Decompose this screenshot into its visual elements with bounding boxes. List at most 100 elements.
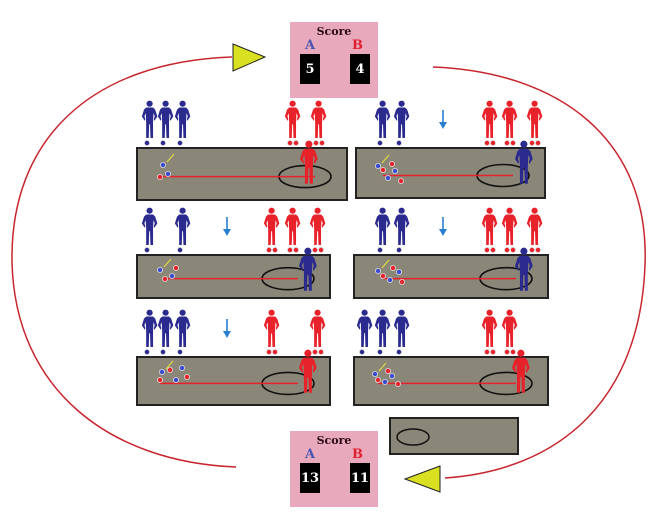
ball-icon <box>398 278 405 285</box>
player-figure-icon <box>309 309 326 348</box>
ball-icon <box>317 348 324 355</box>
player-figure-icon <box>374 207 391 246</box>
cycle-arrow-right <box>432 66 646 479</box>
team-b-score: 4 <box>350 54 370 84</box>
ball-icon <box>143 139 150 146</box>
ball-icon <box>384 174 391 181</box>
player-figure-icon <box>174 207 191 246</box>
ball-icon <box>159 161 166 168</box>
ball-icon <box>535 246 542 253</box>
ball-icon <box>143 348 150 355</box>
team-a-label: A <box>305 447 316 462</box>
player-figure-icon <box>393 309 410 348</box>
ball-icon <box>374 267 381 274</box>
ball-icon <box>391 167 398 174</box>
team-a-score: 5 <box>300 54 320 84</box>
ball-icon <box>376 246 383 253</box>
player-figure-icon <box>501 309 518 348</box>
ball-icon <box>389 264 396 271</box>
down-arrow-icon <box>223 331 231 338</box>
ball-icon <box>168 272 175 279</box>
ball-icon <box>395 348 402 355</box>
ball-icon <box>156 266 163 273</box>
player-figure-icon <box>481 207 498 246</box>
ball-icon <box>503 348 510 355</box>
ball-icon <box>388 160 395 167</box>
ball-icon <box>535 139 542 146</box>
ball-icon <box>159 139 166 146</box>
player-figure-icon <box>501 100 518 139</box>
player-figure-icon <box>481 100 498 139</box>
jack-marker <box>165 360 174 370</box>
ball-icon <box>376 348 383 355</box>
ball-icon <box>286 246 293 253</box>
ball-icon <box>286 139 293 146</box>
ball-icon <box>376 139 383 146</box>
player-figure-icon <box>356 309 373 348</box>
ball-icon <box>395 268 402 275</box>
player-figure-icon <box>374 309 391 348</box>
ball-icon <box>358 348 365 355</box>
ball-icon <box>384 367 391 374</box>
ball-icon <box>374 376 381 383</box>
player-figure-icon <box>526 207 543 246</box>
down-arrow-icon <box>223 229 231 236</box>
ball-icon <box>489 139 496 146</box>
court <box>353 254 549 299</box>
ball-icon <box>529 246 536 253</box>
player-figure-icon <box>141 207 158 246</box>
player-figure-icon <box>284 100 301 139</box>
ball-icon <box>388 372 395 379</box>
triangle-pointer-icon <box>232 43 267 72</box>
empty-court <box>389 417 519 455</box>
ball-icon <box>379 166 386 173</box>
ball-icon <box>509 348 516 355</box>
jack-marker <box>378 362 387 372</box>
jack-marker <box>381 259 390 269</box>
ball-icon <box>172 376 179 383</box>
ball-icon <box>292 139 299 146</box>
team-b-label: B <box>352 38 363 53</box>
ball-icon <box>166 366 173 373</box>
player-figure-icon <box>157 309 174 348</box>
ball-icon <box>311 348 318 355</box>
ball-icon <box>395 246 402 253</box>
ball-icon <box>178 364 185 371</box>
ball-icon <box>503 246 510 253</box>
ball-icon <box>483 139 490 146</box>
ball-icon <box>509 139 516 146</box>
player-figure-icon <box>309 207 326 246</box>
ball-icon <box>529 139 536 146</box>
ball-icon <box>265 246 272 253</box>
ball-icon <box>483 348 490 355</box>
player-figure-icon <box>374 100 391 139</box>
player-figure-icon <box>141 100 158 139</box>
player-figure-icon <box>526 100 543 139</box>
ball-icon <box>312 139 319 146</box>
ball-icon <box>161 275 168 282</box>
down-arrow-icon <box>439 122 447 129</box>
scoreboard-top: Score A B 5 4 <box>290 22 378 98</box>
score-title: Score <box>316 434 352 447</box>
ball-icon <box>394 380 401 387</box>
ball-icon <box>374 162 381 169</box>
ball-icon <box>176 139 183 146</box>
triangle-pointer-icon <box>403 465 441 493</box>
ball-icon <box>318 139 325 146</box>
ball-icon <box>271 246 278 253</box>
ball-icon <box>156 376 163 383</box>
ball-icon <box>509 246 516 253</box>
ball-icon <box>489 348 496 355</box>
cycle-arrow-left <box>11 56 237 468</box>
ball-icon <box>381 378 388 385</box>
ball-icon <box>159 348 166 355</box>
player-figure-icon <box>284 207 301 246</box>
jack-marker <box>381 154 390 164</box>
player-figure-icon <box>174 309 191 348</box>
player-figure-icon <box>393 207 410 246</box>
ball-icon <box>143 246 150 253</box>
ball-icon <box>292 246 299 253</box>
ball-icon <box>386 276 393 283</box>
team-b-score: 11 <box>350 463 370 493</box>
